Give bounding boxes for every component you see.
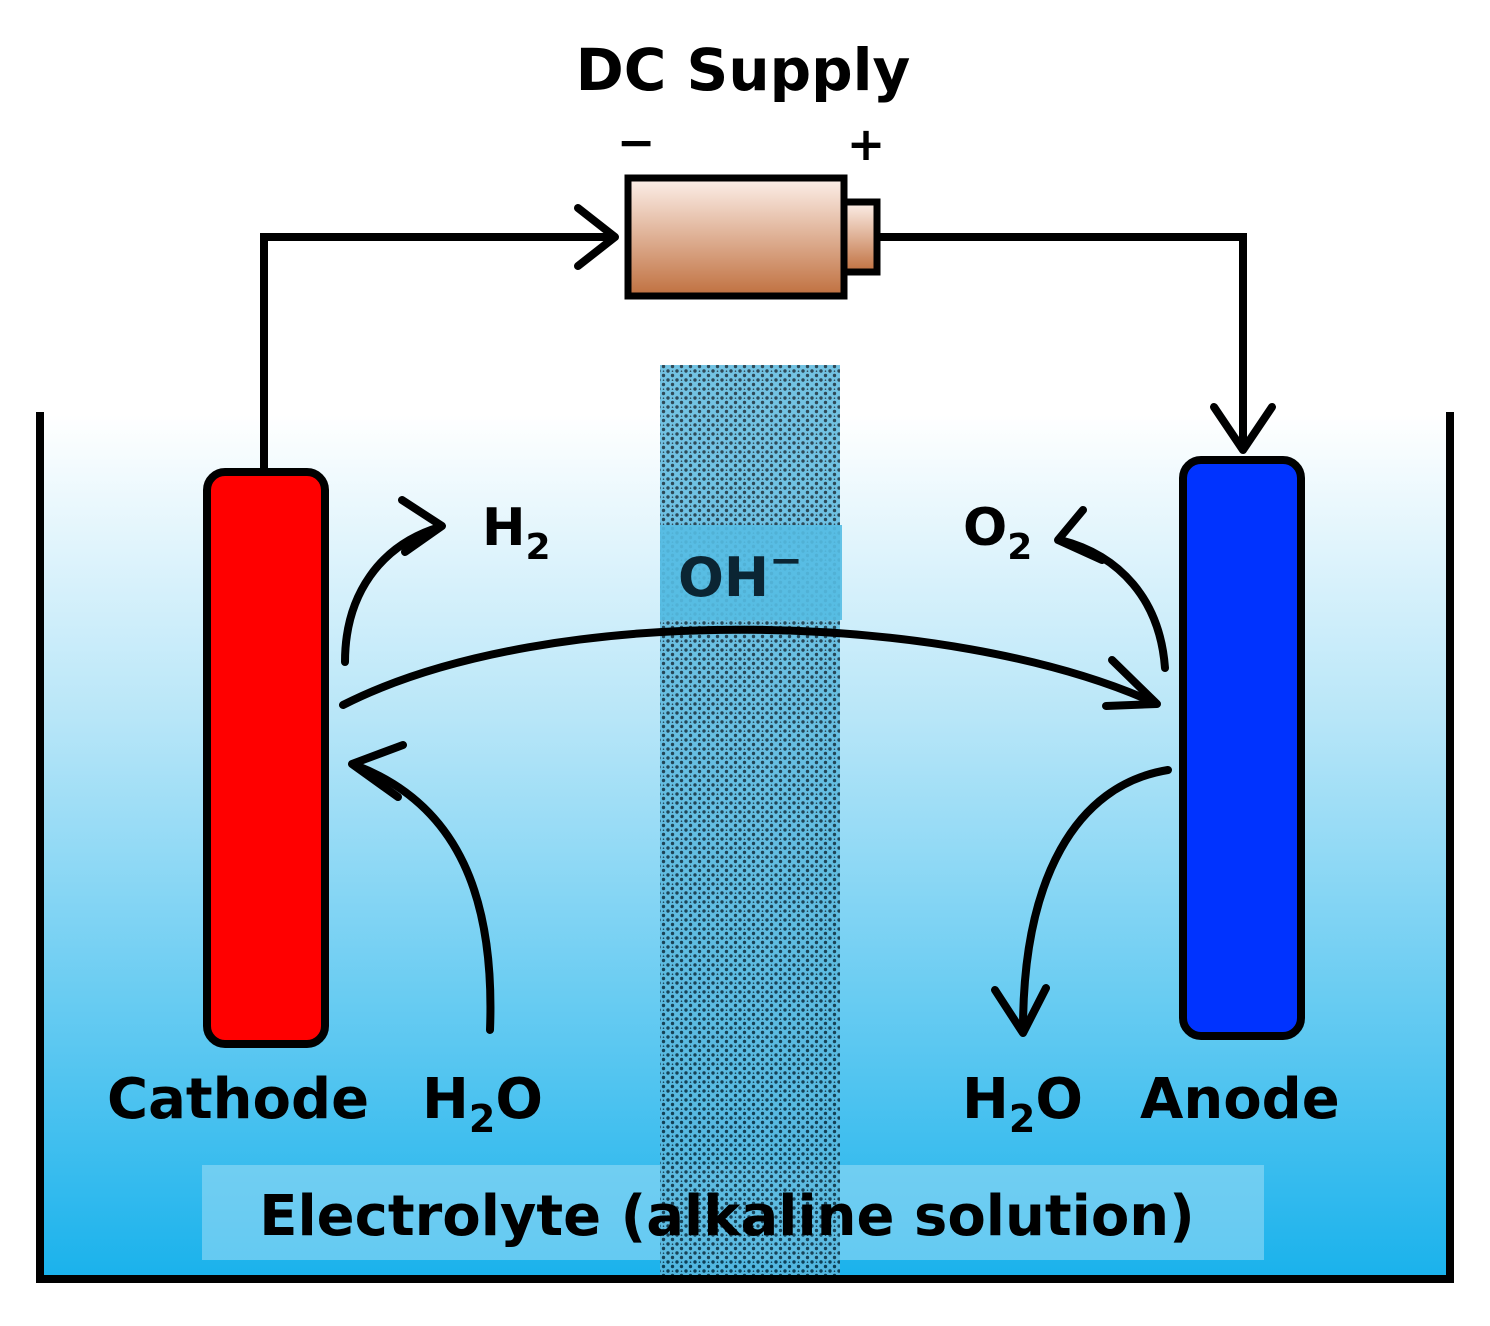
- water-right-label: H2O: [962, 1067, 1083, 1141]
- hydroxide-label-box: [660, 525, 842, 620]
- water-in-arrowhead: [348, 741, 407, 801]
- battery-body: [624, 174, 848, 300]
- water-out-arrow: [1019, 766, 1172, 1034]
- water-in-arrow: [351, 761, 495, 1034]
- battery-terminal-cap: [840, 198, 881, 276]
- h2-arrowhead: [398, 496, 446, 556]
- hydroxide-arrowhead: [1102, 656, 1161, 710]
- dc-supply-title: DC Supply: [576, 36, 911, 104]
- wire-arrowhead-supply: [574, 204, 619, 270]
- water-out-arrowhead: [991, 984, 1050, 1037]
- water-left-label: H2O: [422, 1067, 543, 1141]
- wire-cathode-to-supply: [260, 233, 615, 470]
- wire-arrowhead-anode: [1210, 403, 1276, 454]
- cathode-label: Cathode: [107, 1067, 369, 1132]
- anode-label: Anode: [1140, 1067, 1340, 1132]
- tank-outline: [36, 412, 1454, 1283]
- hydroxide-label: OH−: [678, 538, 803, 609]
- wire-supply-to-anode: [880, 233, 1247, 450]
- o2-arrowhead: [1054, 506, 1106, 564]
- separator-membrane: [660, 365, 840, 1277]
- positive-terminal-label: +: [847, 117, 886, 171]
- cathode-electrode: [203, 468, 329, 1048]
- h2-gas-label: H2: [482, 498, 551, 568]
- o2-gas-label: O2: [963, 498, 1032, 568]
- h2-release-arrow: [341, 523, 444, 666]
- negative-terminal-label: −: [617, 115, 656, 169]
- hydroxide-transport-arrow: [339, 625, 1159, 709]
- electrolyte-label: Electrolyte (alkaline solution): [259, 1184, 1195, 1249]
- anode-electrode: [1179, 456, 1305, 1040]
